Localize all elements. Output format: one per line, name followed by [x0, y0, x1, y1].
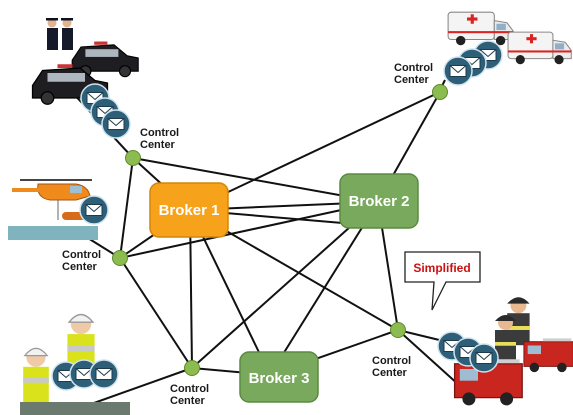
control-center-label: Control: [140, 127, 179, 139]
control-center-label: Center: [140, 139, 176, 151]
control-center-label: Control: [394, 62, 433, 74]
broker-3: Broker 3: [239, 351, 319, 403]
control-center-node: [432, 84, 448, 100]
control-center-label: Control: [62, 249, 101, 261]
broker-3-label: Broker 3: [249, 370, 310, 387]
ambulance-group: [443, 11, 572, 86]
control-center-node: [112, 250, 128, 266]
firefighter-icon: [495, 315, 516, 360]
control-center-label: Control: [372, 355, 411, 367]
control-center-label: Center: [62, 261, 98, 273]
broker-2: Broker 2: [339, 173, 419, 229]
control-center-nodes: [112, 84, 448, 376]
control-center-node: [390, 322, 406, 338]
broker-2-label: Broker 2: [349, 193, 410, 210]
ambulance-icon: [447, 11, 514, 46]
control-center-node: [184, 360, 200, 376]
ground-scene: [20, 402, 130, 415]
worker-icon: [22, 346, 50, 403]
police-group: [31, 18, 139, 139]
callout-label: Simplified: [413, 261, 470, 275]
helicopter-group: [8, 179, 109, 240]
envelope-icon: [79, 195, 109, 225]
water-scene: [8, 226, 98, 240]
fire-group: [437, 297, 573, 408]
simplified-callout: Simplified: [404, 251, 481, 311]
envelope-icon: [469, 343, 499, 373]
control-center-label: Center: [372, 367, 408, 379]
envelope-icon: [101, 109, 131, 139]
control-center-label: Center: [170, 395, 206, 407]
broker-1: Broker 1: [149, 182, 229, 238]
police-officer-icon: [46, 18, 73, 50]
control-center-label: Control: [170, 383, 209, 395]
envelope-icon: [89, 359, 119, 389]
control-center-node: [125, 150, 141, 166]
control-center-label: Center: [394, 74, 430, 86]
ambulance-icon: [507, 31, 572, 65]
envelope-icon: [443, 56, 473, 86]
broker-1-label: Broker 1: [159, 202, 220, 219]
fire-truck-icon: [522, 338, 573, 374]
worker-group: [20, 312, 130, 415]
